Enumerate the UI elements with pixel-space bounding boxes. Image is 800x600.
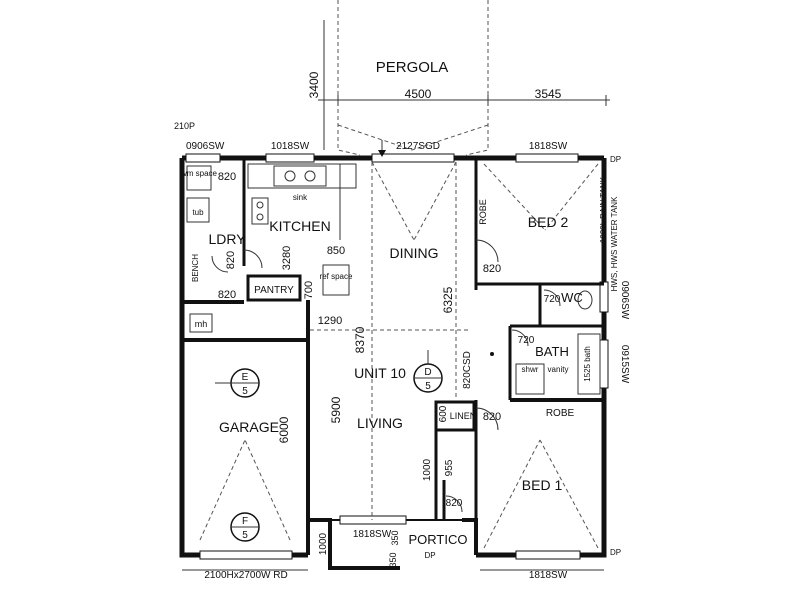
linen-label: LINEN xyxy=(450,411,477,421)
dim-820-bed2: 820 xyxy=(483,263,501,275)
kitchen-label: KITCHEN xyxy=(269,218,330,234)
tub-label: tub xyxy=(192,208,204,217)
dim-8370: 8370 xyxy=(353,326,367,353)
window-0915sw: 0915SW xyxy=(619,345,630,384)
dim-820-ldry2: 820 xyxy=(218,289,236,301)
marker-f-letter: F xyxy=(242,516,248,527)
section-marker-d: D 5 xyxy=(413,350,443,393)
ref-space-label: ref space xyxy=(320,272,353,281)
dim-6000: 6000 xyxy=(277,416,291,443)
dp-right-top: DP xyxy=(610,155,621,164)
laundry-label: LDRY xyxy=(208,231,246,247)
window-0906sw-right: 0906SW xyxy=(619,281,630,320)
section-marker-e: E 5 xyxy=(215,368,260,398)
dim-820-ldry: 820 xyxy=(225,251,237,269)
wm-space-label: wm space xyxy=(180,169,218,178)
section-marker-f: F 5 xyxy=(230,512,260,542)
portico-label: PORTICO xyxy=(409,532,468,547)
dim-350-b: 350 xyxy=(388,552,398,567)
dim-3545: 3545 xyxy=(535,87,562,101)
wc-label: WC xyxy=(561,290,583,305)
marker-d-letter: D xyxy=(424,367,431,378)
bench-label: BENCH xyxy=(191,254,200,282)
dim-720-wc: 720 xyxy=(544,294,561,305)
marker-e-number: 5 xyxy=(242,386,248,397)
marker-d-number: 5 xyxy=(425,381,431,392)
dim-1000-b: 1000 xyxy=(318,532,329,555)
living-label: LIVING xyxy=(357,415,403,431)
dim-700: 700 xyxy=(303,281,315,299)
robe-bed1-label: ROBE xyxy=(546,408,575,419)
bed1-label: BED 1 xyxy=(522,477,563,493)
unit-label: UNIT 10 xyxy=(354,365,406,381)
manhole-label: mh xyxy=(195,319,208,329)
internal-walls xyxy=(182,158,604,555)
dim-600: 600 xyxy=(438,405,449,422)
dim-820-portico: 820 xyxy=(446,498,463,509)
pantry-label: PANTRY xyxy=(254,285,294,296)
bath-size-label: 1525 bath xyxy=(583,346,592,382)
marker-f-number: 5 xyxy=(242,530,248,541)
garage-door-label: 2100Hx2700W RD xyxy=(204,570,287,581)
dim-210p: 210P xyxy=(174,121,195,131)
door-820csd: 820CSD xyxy=(462,351,473,389)
window-1818sw-top: 1818SW xyxy=(529,141,568,152)
rain-tank-note: 1000L RAIN TANK xyxy=(599,176,608,243)
dim-1290: 1290 xyxy=(318,315,342,327)
dim-4500: 4500 xyxy=(405,87,432,101)
window-0906sw-top: 0906SW xyxy=(186,141,225,152)
dim-955: 955 xyxy=(444,459,455,476)
dim-820-bed1: 820 xyxy=(483,411,501,423)
dp-right-bottom: DP xyxy=(610,548,621,557)
dim-1000-a: 1000 xyxy=(422,458,433,481)
bed2-label: BED 2 xyxy=(528,214,569,230)
bath-label: BATH xyxy=(535,344,569,359)
marker-e-letter: E xyxy=(242,372,249,383)
dim-3400: 3400 xyxy=(307,71,321,98)
dim-3280: 3280 xyxy=(281,246,293,270)
garage-label: GARAGE xyxy=(219,419,279,435)
vanity-label: vanity xyxy=(548,365,569,374)
dim-5900: 5900 xyxy=(329,396,343,423)
hws-note: HWS, HWS WATER TANK xyxy=(610,196,619,291)
sink-label: sink xyxy=(293,193,308,202)
dim-850: 850 xyxy=(327,245,345,257)
dining-label: DINING xyxy=(390,245,439,261)
shower-label: shwr xyxy=(522,365,539,374)
dp-portico: DP xyxy=(424,551,435,560)
pergola-area xyxy=(337,0,489,156)
window-1818sw-bed1: 1818SW xyxy=(529,570,568,581)
dim-820-wm: 820 xyxy=(218,171,236,183)
window-1018sw: 1018SW xyxy=(271,141,310,152)
window-1818sw-front: 1818SW xyxy=(353,529,392,540)
dim-6325: 6325 xyxy=(441,286,455,313)
door-2127sgd: 2127SGD xyxy=(396,141,440,152)
robe-bed2-label: ROBE xyxy=(478,199,488,225)
pergola-label: PERGOLA xyxy=(376,59,449,76)
dim-720-bath: 720 xyxy=(518,335,535,346)
dim-350-a: 350 xyxy=(390,530,400,545)
